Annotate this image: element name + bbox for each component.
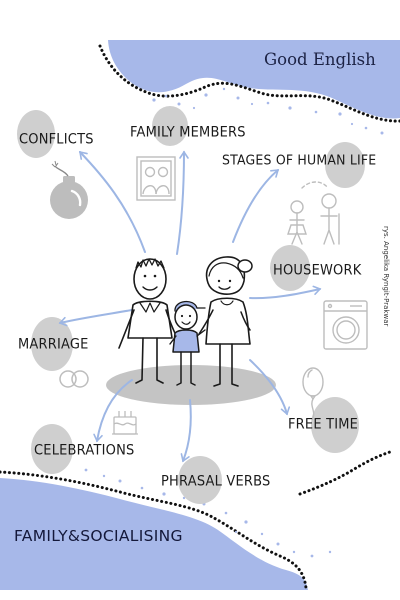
- bomb-icon: [50, 160, 88, 219]
- topic-label-housework: HOUSEWORK: [273, 262, 362, 279]
- bottom-blue-wave: [0, 450, 392, 590]
- topic-label-free-time: FREE TIME: [288, 416, 359, 433]
- topic-label-celebrations: CELEBRATIONS: [34, 442, 135, 459]
- wedding-rings-icon: [59, 370, 89, 388]
- father-figure: [118, 258, 179, 384]
- topic-label-phrasal-verbs: PHRASAL VERBS: [161, 473, 271, 490]
- ground-shadow: [106, 365, 276, 405]
- washing-machine-icon: [323, 300, 368, 350]
- birthday-cake-icon: [112, 411, 138, 435]
- topic-label-stages-of-human-life: STAGES OF HUMAN LIFE: [222, 151, 377, 168]
- topic-label-family-members: FAMILY MEMBERS: [130, 124, 246, 141]
- main-title: FAMILY&SOCIALISING: [14, 527, 183, 545]
- topic-label-marriage: MARRIAGE: [18, 336, 89, 353]
- topic-arrows: [58, 150, 322, 463]
- stages-of-life-icon: [287, 181, 340, 245]
- top-blue-wave: [98, 40, 400, 135]
- topic-bubbles: [17, 106, 365, 504]
- family-illustration: [118, 256, 253, 387]
- mother-figure: [198, 256, 253, 387]
- topic-label-conflicts: CONFLICTS: [19, 131, 94, 148]
- balloon-icon: [302, 367, 324, 421]
- family-photo-frame-icon: [136, 156, 176, 201]
- illustrator-credit: rys. Angelika Ryngit-Prakwar: [382, 226, 390, 327]
- brand-title: Good English: [264, 50, 376, 69]
- boy-figure: [169, 300, 206, 386]
